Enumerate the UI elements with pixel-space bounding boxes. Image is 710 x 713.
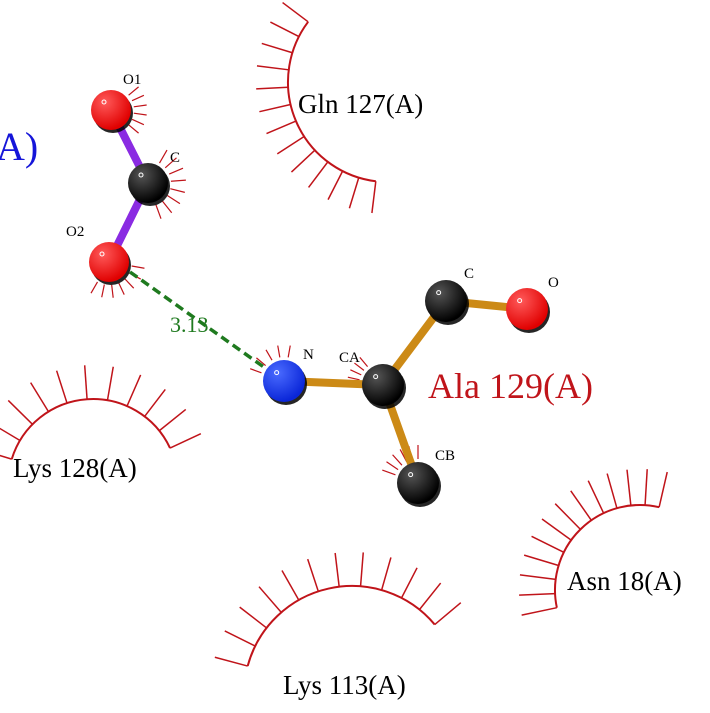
residue-label-asn18: Asn 18(A) (567, 566, 682, 596)
spikes-ligand-c (155, 149, 186, 219)
ligand-label: A) (0, 124, 38, 169)
atom-res-n (263, 360, 307, 405)
arc-lys113 (214, 552, 462, 667)
spikes-o2 (90, 265, 145, 298)
arc-gln127 (256, 1, 377, 214)
residue-label-lys113: Lys 113(A) (283, 670, 406, 700)
atom-lig-o2 (89, 242, 131, 285)
atom-label-o: O (548, 275, 559, 291)
atom-label-ligand-c: C (170, 150, 180, 166)
atom-label-n: N (303, 347, 314, 363)
spikes-o1 (128, 86, 147, 134)
residue-label-lys128: Lys 128(A) (13, 453, 137, 483)
residue-label-ala129: Ala 129(A) (428, 366, 593, 406)
arc-asn18 (519, 469, 668, 616)
atom-res-cb (397, 462, 441, 507)
atoms (89, 90, 550, 507)
residue-label-gln127: Gln 127(A) (298, 89, 423, 119)
atom-res-ca (362, 364, 406, 409)
atom-res-c (425, 280, 469, 325)
hbond-distance-label: 3.13 (170, 312, 209, 337)
atom-lig-o1 (91, 90, 133, 133)
atom-lig-c (128, 163, 170, 206)
atom-label-ca: CA (339, 350, 360, 366)
spikes-n (249, 345, 291, 374)
hydrophobic-arcs (0, 1, 668, 667)
arc-lys128 (0, 365, 202, 460)
atom-contact-spikes (90, 86, 419, 476)
atom-label-o2: O2 (66, 224, 84, 240)
atom-res-o (506, 288, 550, 333)
atom-label-o1: O1 (123, 72, 141, 88)
hydrogen-bond-line (128, 270, 270, 372)
atom-label-c: C (464, 266, 474, 282)
atom-label-cb: CB (435, 448, 455, 464)
